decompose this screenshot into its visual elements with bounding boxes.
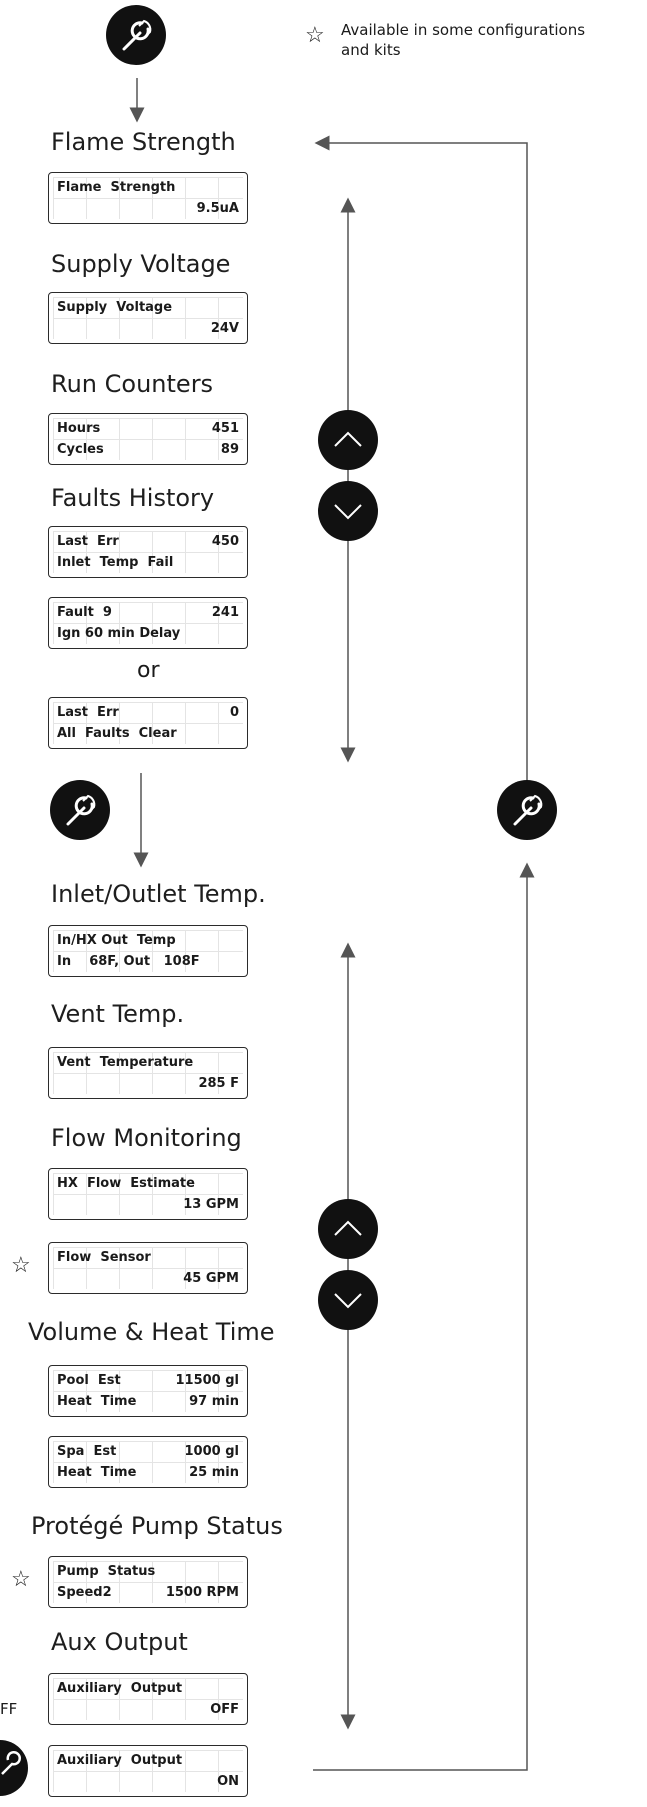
wrench-button-middle[interactable]: [50, 780, 110, 840]
star-outline-icon: ☆: [11, 1252, 31, 1277]
chevron-down-icon: [334, 1293, 362, 1309]
wrench-icon: [66, 794, 96, 826]
lcd-vent-temp: Vent Temperature 285 F: [48, 1047, 248, 1099]
wrench-icon: [513, 794, 543, 826]
chevron-down-icon: [334, 504, 362, 520]
lcd-supply-voltage: Supply Voltage 24V: [48, 292, 248, 344]
lcd-flow-sensor: Flow Sensor 45 GPM: [48, 1242, 248, 1294]
section-title-faults-history: Faults History: [51, 484, 215, 512]
section-title-flame-strength: Flame Strength: [51, 128, 236, 156]
edge-text-fragment: FF: [0, 1700, 18, 1718]
section-title-run-counters: Run Counters: [51, 370, 214, 398]
wrench-button-right[interactable]: [497, 780, 557, 840]
scroll-up-button-1[interactable]: [318, 410, 378, 470]
section-title-volume-heat-time: Volume & Heat Time: [28, 1318, 275, 1346]
section-title-flow-monitoring: Flow Monitoring: [51, 1124, 242, 1152]
lcd-aux-output-off: Auxiliary Output OFF: [48, 1673, 248, 1725]
wrench-icon: [122, 19, 152, 51]
scroll-down-button-2[interactable]: [318, 1270, 378, 1330]
lcd-hx-flow-estimate: HX Flow Estimate 13 GPM: [48, 1168, 248, 1220]
section-title-supply-voltage: Supply Voltage: [51, 250, 231, 278]
lcd-flame-strength: Flame Strength 9.5uA: [48, 172, 248, 224]
wrench-icon: [1, 1751, 21, 1775]
chevron-up-icon: [334, 431, 362, 447]
section-title-aux-output: Aux Output: [51, 1628, 188, 1656]
section-title-inlet-outlet: Inlet/Outlet Temp.: [51, 880, 266, 908]
legend-note-line2: and kits: [341, 41, 401, 59]
lcd-inlet-outlet: In/HX Out Temp In 68F, Out 108F: [48, 925, 248, 977]
section-title-vent-temp: Vent Temp.: [51, 1000, 185, 1028]
wrench-button-top[interactable]: [106, 5, 166, 65]
scroll-down-button-1[interactable]: [318, 481, 378, 541]
legend-note: Available in some configurations and kit…: [341, 20, 585, 60]
section-title-pump-status: Protégé Pump Status: [31, 1512, 283, 1540]
scroll-up-button-2[interactable]: [318, 1199, 378, 1259]
lcd-aux-output-on: Auxiliary Output ON: [48, 1745, 248, 1797]
star-outline-icon: ☆: [305, 22, 325, 47]
chevron-up-icon: [334, 1220, 362, 1236]
star-outline-icon: ☆: [11, 1566, 31, 1591]
legend-note-line1: Available in some configurations: [341, 21, 586, 39]
wrench-button-edge[interactable]: [0, 1740, 28, 1796]
or-label: or: [137, 658, 160, 683]
